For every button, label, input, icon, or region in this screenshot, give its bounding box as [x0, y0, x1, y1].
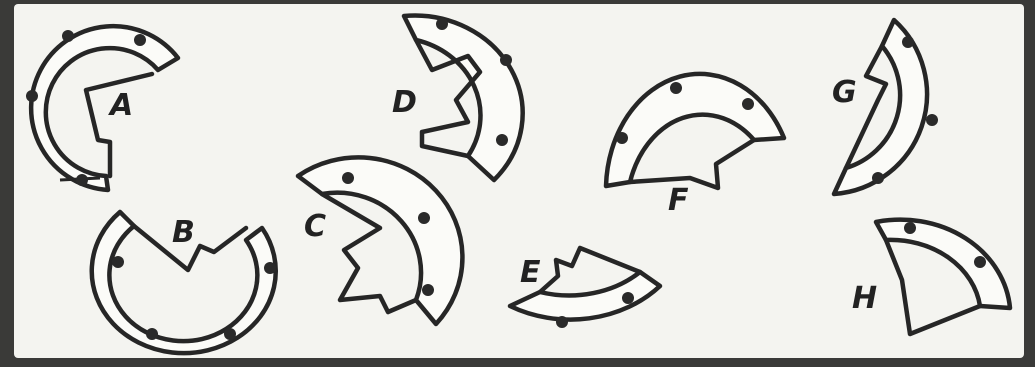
- piece-label-d: D: [392, 85, 417, 120]
- piece-label-e: E: [520, 255, 541, 290]
- piece-label-c: C: [304, 209, 326, 244]
- piece-label-h: H: [852, 281, 877, 316]
- piece-label-a: A: [108, 88, 133, 123]
- piece-label-g: G: [832, 75, 857, 110]
- piece-label-b: B: [172, 215, 195, 250]
- piece-label-f: F: [668, 183, 689, 218]
